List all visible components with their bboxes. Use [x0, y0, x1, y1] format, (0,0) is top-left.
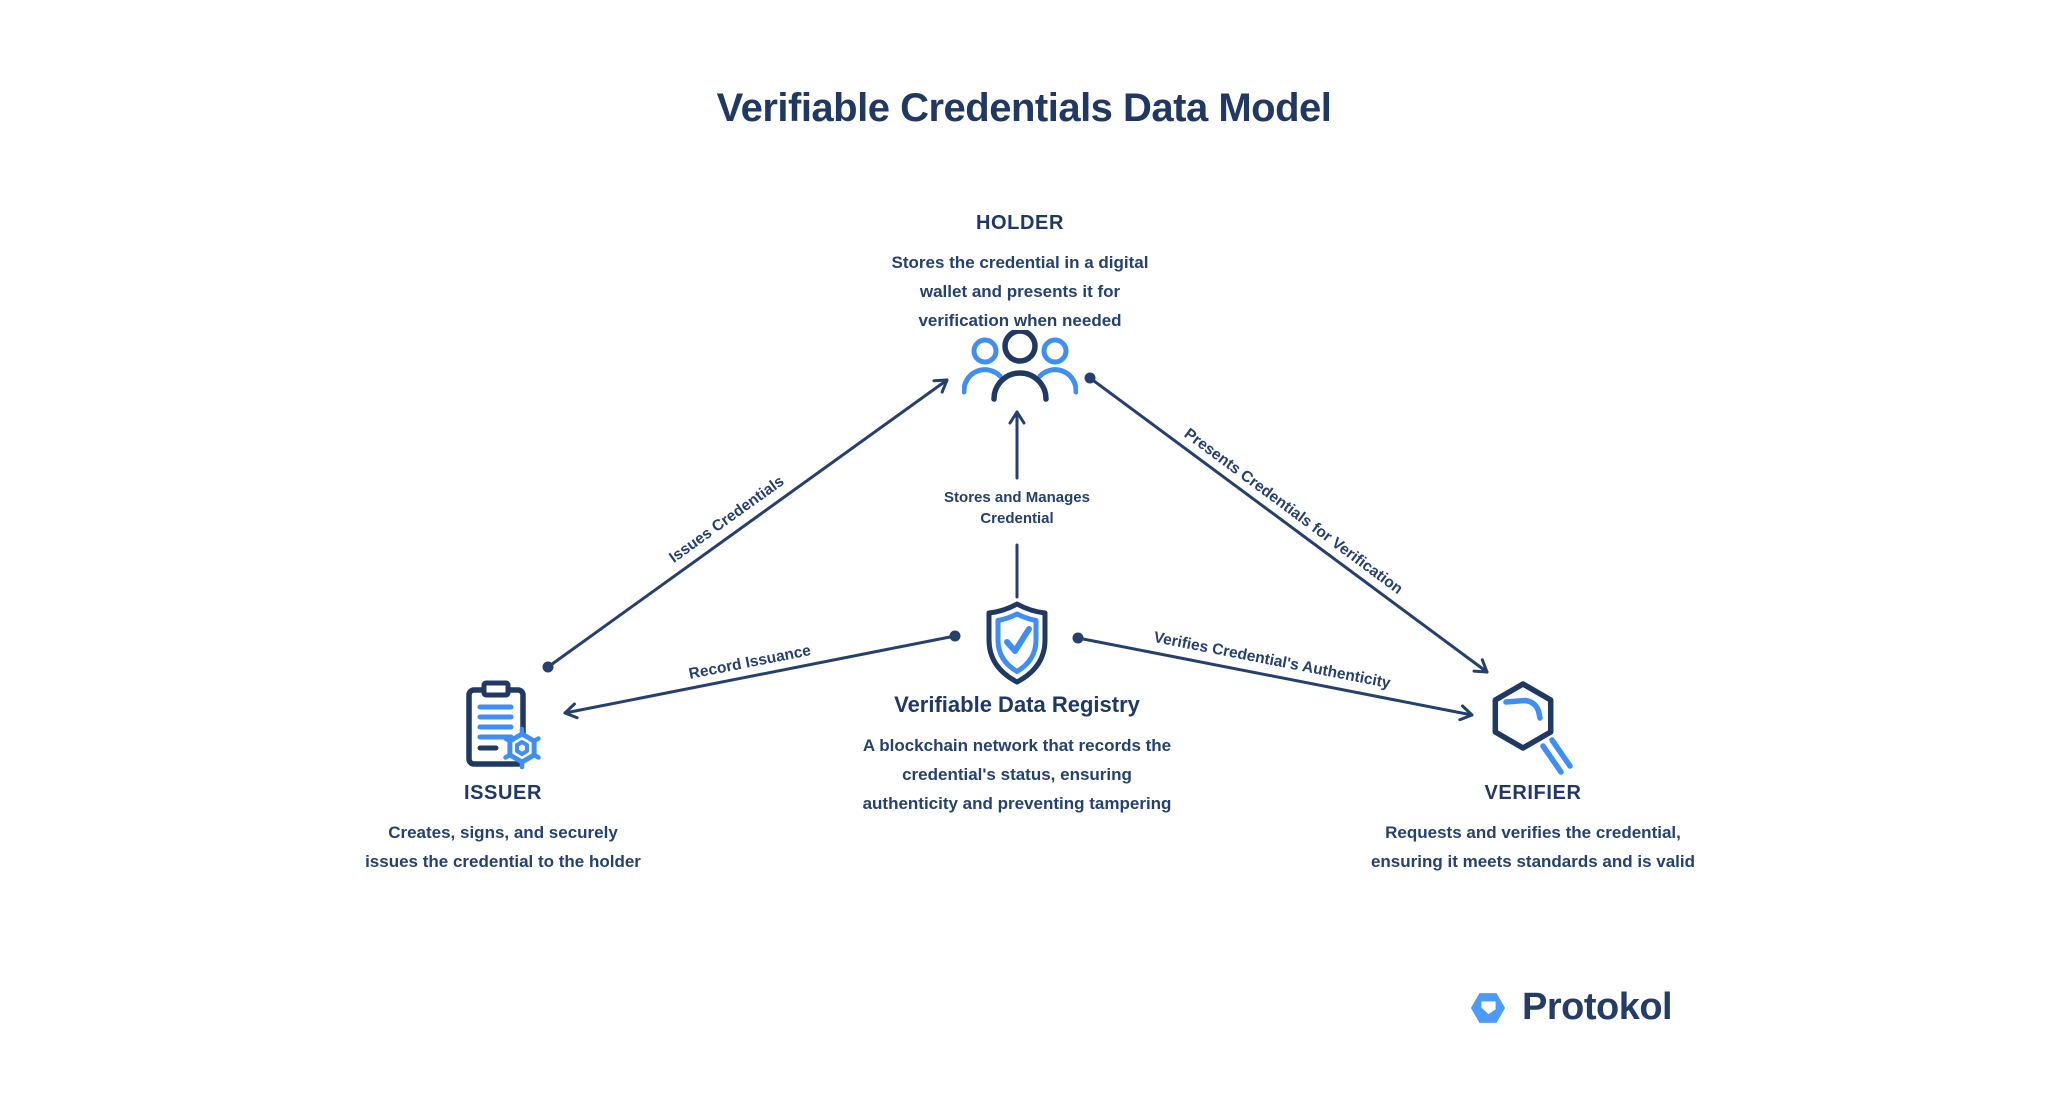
protokol-logo: Protokol [1469, 986, 1673, 1029]
edge-origin-dots [542, 372, 1096, 673]
issuer-desc-line: Creates, signs, and securely [388, 823, 618, 842]
registry-desc-line: authenticity and preventing tampering [862, 794, 1172, 813]
node-holder: HOLDER Stores the credential in a digita… [820, 212, 1220, 335]
registry-label: Verifiable Data Registry [894, 692, 1140, 717]
people-group-icon [962, 330, 1078, 402]
node-issuer: ISSUER Creates, signs, and securely issu… [303, 782, 703, 876]
registry-desc-line: credential's status, ensuring [902, 765, 1132, 784]
holder-desc-line: verification when needed [918, 311, 1122, 330]
node-registry: Verifiable Data Registry A blockchain ne… [817, 692, 1217, 818]
edge-issues-credentials [546, 378, 949, 669]
shield-check-icon [986, 601, 1048, 685]
holder-desc-line: Stores the credential in a digital [891, 253, 1149, 272]
edge-record-issuance [563, 634, 957, 720]
edge-presents-credentials [1088, 376, 1489, 674]
registry-desc-line: A blockchain network that records the [862, 736, 1172, 755]
verifier-label: VERIFIER [1484, 782, 1582, 804]
verifier-desc-line: ensuring it meets standards and is valid [1370, 852, 1696, 871]
page-title: Verifiable Credentials Data Model [716, 86, 1332, 130]
issuer-desc-line: issues the credential to the holder [365, 852, 641, 871]
protokol-hexagon-icon [1470, 992, 1506, 1023]
holder-desc-line: wallet and presents it for [919, 282, 1121, 301]
issuer-label: ISSUER [463, 782, 543, 804]
holder-label: HOLDER [975, 212, 1065, 234]
clipboard-gear-icon [466, 680, 541, 770]
stores-manages-line: Credential [980, 510, 1054, 527]
logo-wordmark: Protokol [1522, 986, 1673, 1028]
edge-label-stores-manages: Stores and Manages Credential [907, 487, 1127, 529]
edge-verifies-authenticity [1076, 636, 1474, 722]
verifier-desc-line: Requests and verifies the credential, [1385, 823, 1681, 842]
stores-manages-line: Stores and Manages [944, 489, 1090, 506]
hexagon-magnifier-icon [1492, 681, 1573, 775]
node-verifier: VERIFIER Requests and verifies the crede… [1333, 782, 1733, 876]
